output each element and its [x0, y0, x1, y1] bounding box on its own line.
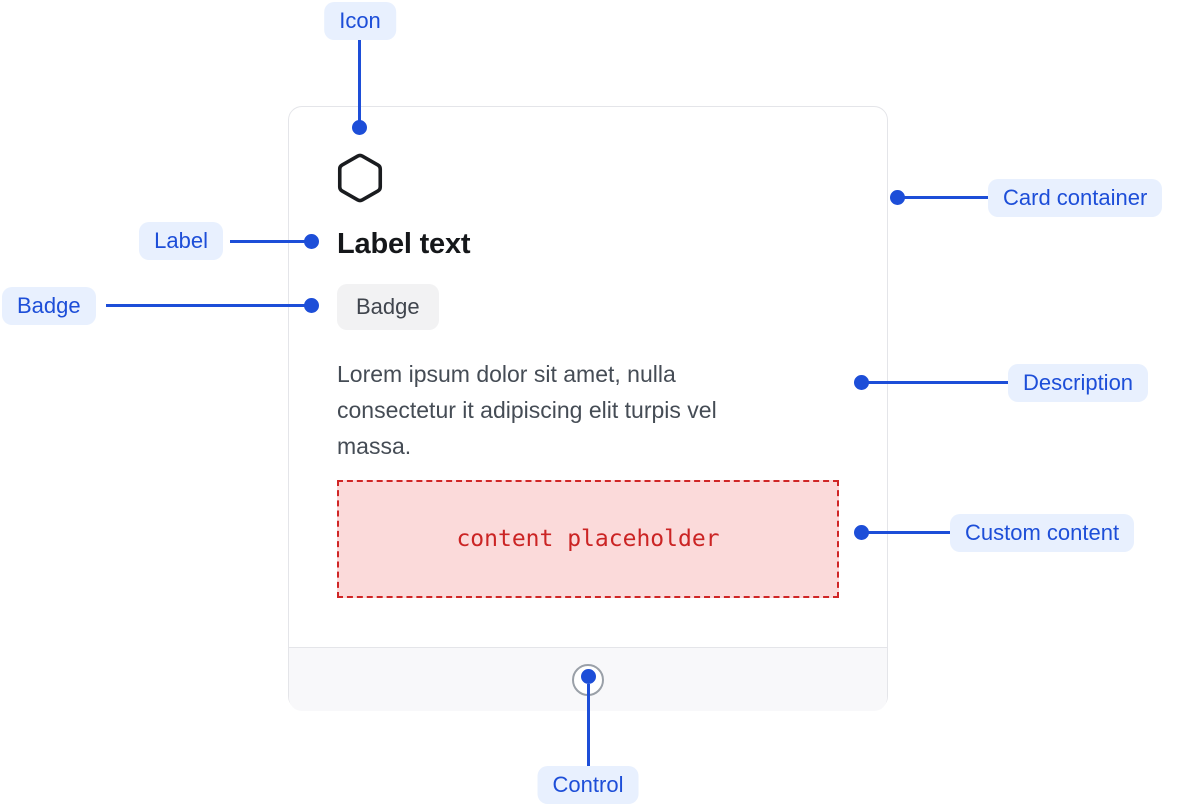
annotation-line-badge: [106, 304, 312, 307]
annotation-line-control: [587, 684, 590, 768]
annotation-line-icon: [358, 40, 361, 128]
description-line: consectetur it adipiscing elit turpis ve…: [337, 397, 717, 423]
annotation-pill-badge: Badge: [2, 287, 96, 325]
annotation-line-custom-content: [867, 531, 950, 534]
description-line: massa.: [337, 433, 412, 459]
annotation-pill-custom-content: Custom content: [950, 514, 1135, 552]
card-container: Label text Badge Lorem ipsum dolor sit a…: [288, 106, 888, 711]
annotation-dot-badge: [304, 298, 319, 313]
annotation-dot-description: [854, 375, 869, 390]
hexagon-icon: [337, 153, 383, 203]
annotation-pill-control: Control: [537, 766, 639, 804]
annotation-dot-control: [581, 669, 596, 684]
custom-content-placeholder: content placeholder: [337, 480, 839, 598]
annotation-label: Control: [552, 772, 624, 797]
card-description: Lorem ipsum dolor sit amet, nulla consec…: [337, 356, 842, 464]
description-line: Lorem ipsum dolor sit amet, nulla: [337, 361, 676, 387]
annotation-pill-description: Description: [1008, 364, 1149, 402]
annotation-line-description: [867, 381, 1008, 384]
annotation-label: Badge: [17, 293, 81, 318]
placeholder-text: content placeholder: [456, 526, 720, 552]
annotation-pill-card-container: Card container: [988, 179, 1163, 217]
annotation-line-label: [230, 240, 312, 243]
annotation-dot-label: [304, 234, 319, 249]
annotation-label: Icon: [339, 8, 381, 33]
annotation-label: Card container: [1003, 185, 1148, 210]
badge: Badge: [337, 284, 439, 330]
annotation-pill-icon: Icon: [324, 2, 396, 40]
annotation-pill-label: Label: [139, 222, 223, 260]
annotation-dot-card-container: [890, 190, 905, 205]
annotation-line-card-container: [903, 196, 988, 199]
annotation-label: Description: [1023, 370, 1134, 395]
card-label: Label text: [337, 228, 471, 260]
annotation-label: Custom content: [965, 520, 1120, 545]
annotation-label: Label: [154, 228, 208, 253]
annotation-dot-icon: [352, 120, 367, 135]
annotation-dot-custom-content: [854, 525, 869, 540]
